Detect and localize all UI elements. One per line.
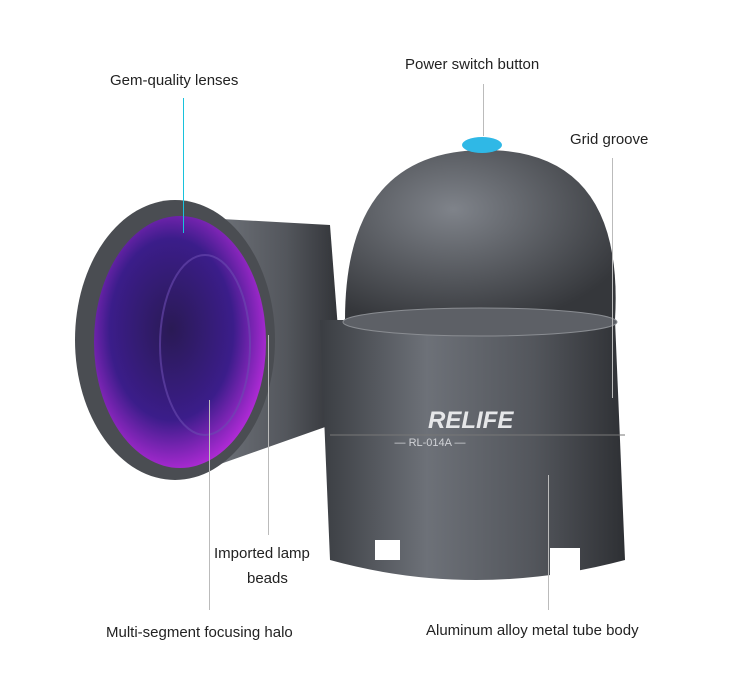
label-groove: Grid groove: [570, 131, 649, 148]
pointer-line: [183, 98, 184, 233]
model-logo: — RL-014A —: [395, 437, 466, 449]
label-body: Aluminum alloy metal tube body: [426, 622, 639, 639]
pointer-line: [268, 335, 269, 535]
label-halo: Multi-segment focusing halo: [106, 624, 293, 641]
pointer-line: [548, 475, 549, 610]
label-power: Power switch button: [405, 56, 540, 73]
pointer-line: [612, 158, 613, 398]
power-button-shape: [462, 137, 502, 153]
pointer-line: [483, 84, 484, 136]
label-beads-2: beads: [247, 570, 288, 587]
label-lenses: Gem-quality lenses: [110, 72, 239, 89]
uv-lens: [94, 216, 266, 468]
brand-logo: RELIFE: [428, 407, 514, 434]
right-lamp-dome: [345, 150, 616, 320]
pointer-line: [209, 400, 210, 610]
right-lamp-body: [320, 320, 625, 580]
label-beads-1: Imported lamp: [214, 545, 310, 562]
